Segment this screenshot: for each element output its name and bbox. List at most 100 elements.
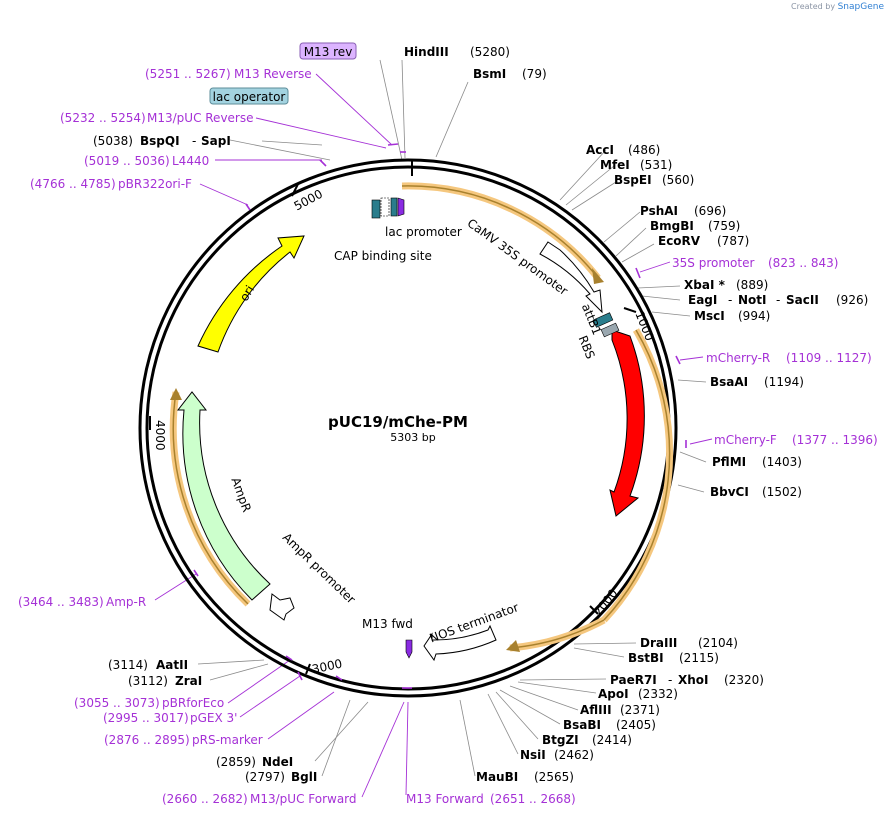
- ampr-promoter-label: AmpR promoter: [280, 530, 358, 606]
- lac-promoter-label: lac promoter: [385, 225, 462, 239]
- site-xhoi: XhoI: [678, 673, 709, 687]
- site-mfei: MfeI: [600, 158, 630, 172]
- site-sapi: SapI: [201, 134, 231, 148]
- nos-feature: [423, 624, 497, 662]
- site-paer7i: PaeR7I: [610, 673, 657, 687]
- primer-mcherry-f: mCherry-F: [714, 433, 777, 447]
- primer-pbrforeco-pos: (3055 .. 3073): [74, 696, 160, 710]
- site-btgzi: BtgZI: [542, 733, 579, 747]
- m13rev-box-text: M13 rev: [304, 45, 353, 59]
- site-bsaai-pos: (1194): [764, 375, 804, 389]
- primer-35s-pos: (823 .. 843): [768, 256, 838, 270]
- primer-leaders: [154, 73, 713, 798]
- site-acci: AccI: [586, 143, 614, 157]
- primer-pbr322ori: pBR322ori-F: [118, 177, 192, 191]
- site-bmgbi: BmgBI: [650, 219, 694, 233]
- plasmid-length: 5303 bp: [390, 431, 435, 444]
- site-noti: NotI: [738, 293, 767, 307]
- ampr-glow-line: [172, 391, 249, 605]
- site-bstbi: BstBI: [628, 651, 664, 665]
- mcherry-label: mCherry: [651, 421, 667, 473]
- m13rev-box: [299, 42, 357, 60]
- lac-operator-box: [390, 197, 398, 217]
- site-pshai: PshAI: [640, 204, 678, 218]
- site-bsaai: BsaAI: [710, 375, 748, 389]
- site-msci-pos: (994): [738, 309, 770, 323]
- primer-35s: 35S promoter: [672, 256, 754, 270]
- site-bmgbi-pos: (759): [708, 219, 740, 233]
- primer-mcherry-r-pos: (1109 .. 1127): [786, 351, 872, 365]
- site-aflii-pos: (2371): [620, 703, 660, 717]
- primer-m13reverse-pos: (5251 .. 5267): [145, 67, 231, 81]
- camv35s-feature: [539, 241, 603, 314]
- lac-promoter-box: [380, 197, 390, 217]
- nos-glow-arrow: [506, 640, 520, 652]
- site-pflmi-pos: (1403): [762, 455, 802, 469]
- site-draiii: DraIII: [640, 636, 677, 650]
- primer-ampr-pos: (3464 .. 3483): [18, 595, 104, 609]
- site-acci-pos: (486): [628, 143, 660, 157]
- lac-operator-tag-text: lac operator: [213, 90, 286, 104]
- primer-ampr: Amp-R: [106, 595, 146, 609]
- primer-m13puc-fwd: M13/pUC Forward: [250, 792, 357, 806]
- site-zrai: ZraI: [175, 674, 202, 688]
- mcherry-feature: [609, 329, 645, 517]
- site-pflmi: PflMI: [712, 455, 746, 469]
- site-hindiii: HindIII: [404, 45, 449, 59]
- site-sacii: SacII: [786, 293, 819, 307]
- site-mfei-pos: (531): [640, 158, 672, 172]
- site-pshai-pos: (696): [694, 204, 726, 218]
- site-bsmi-pos: (79): [522, 67, 547, 81]
- primer-l4440-pos: (5019 .. 5036): [84, 154, 170, 168]
- site-ndei-pos: (2859): [216, 755, 256, 769]
- site-eagi-pos: (926): [836, 293, 868, 307]
- primer-m13fwd: M13 Forward: [406, 792, 484, 806]
- cap-site-label: CAP binding site: [334, 249, 432, 263]
- site-bsmi: BsmI: [473, 67, 506, 81]
- site-bspqi: BspQI: [140, 134, 180, 148]
- primer-prs-pos: (2876 .. 2895): [104, 733, 190, 747]
- site-bsabi: BsaBI: [563, 718, 601, 732]
- primer-l4440: L4440: [172, 154, 209, 168]
- site-ecorv: EcoRV: [658, 234, 701, 248]
- ampr-promoter-feature: [269, 593, 295, 621]
- primer-pbr322ori-pos: (4766 .. 4785): [30, 177, 116, 191]
- primer-pbrforeco: pBRforEco: [162, 696, 224, 710]
- ruler-1000: 1000: [632, 309, 656, 343]
- site-zrai-pos: (3112): [128, 674, 168, 688]
- site-aatii: AatII: [156, 658, 188, 672]
- rbs-label: RBS: [576, 333, 598, 360]
- site-bstbi-pos: (2115): [679, 651, 719, 665]
- primer-pgex3-pos: (2995 .. 3017): [103, 711, 189, 725]
- site-msci: MscI: [694, 309, 725, 323]
- site-aatii-pos: (3114): [108, 658, 148, 672]
- ampr-glow-arrow: [170, 388, 182, 400]
- site-maubi-pos: (2565): [534, 770, 574, 784]
- cap-site-box: [371, 199, 381, 219]
- site-nsii-pos: (2462): [554, 748, 594, 762]
- site-btgzi-pos: (2414): [592, 733, 632, 747]
- rbs-box: [600, 322, 620, 338]
- site-xbai-pos: (889): [736, 278, 768, 292]
- site-apoi-pos: (2332): [638, 687, 678, 701]
- primer-ticks: [193, 143, 687, 689]
- snapgene-credit: Created by SnapGene: [791, 2, 884, 12]
- ampr-feature: [176, 391, 271, 601]
- backbone-outer: [138, 158, 678, 698]
- site-nsii: NsiI: [520, 748, 546, 762]
- site-hindiii-pos: (5280): [470, 45, 510, 59]
- lac-operator-tag: [209, 87, 289, 105]
- credit-prefix: Created by: [791, 2, 836, 11]
- site-bspei-pos: (560): [662, 173, 694, 187]
- primer-m13reverse: M13 Reverse: [234, 67, 312, 81]
- site-xbai: XbaI *: [684, 278, 726, 292]
- site-bgli: BglI: [291, 770, 317, 784]
- credit-brand: SnapGene: [837, 2, 884, 12]
- camv-arrow: [592, 268, 604, 284]
- site-sep-paer7i: -: [668, 673, 672, 687]
- site-bspqi-pos: (5038): [93, 134, 133, 148]
- ruler-4000: 4000: [153, 420, 167, 451]
- site-bgli-pos: (2797): [245, 770, 285, 784]
- ori-feature: [197, 235, 305, 353]
- site-aflii: AflIII: [580, 703, 612, 717]
